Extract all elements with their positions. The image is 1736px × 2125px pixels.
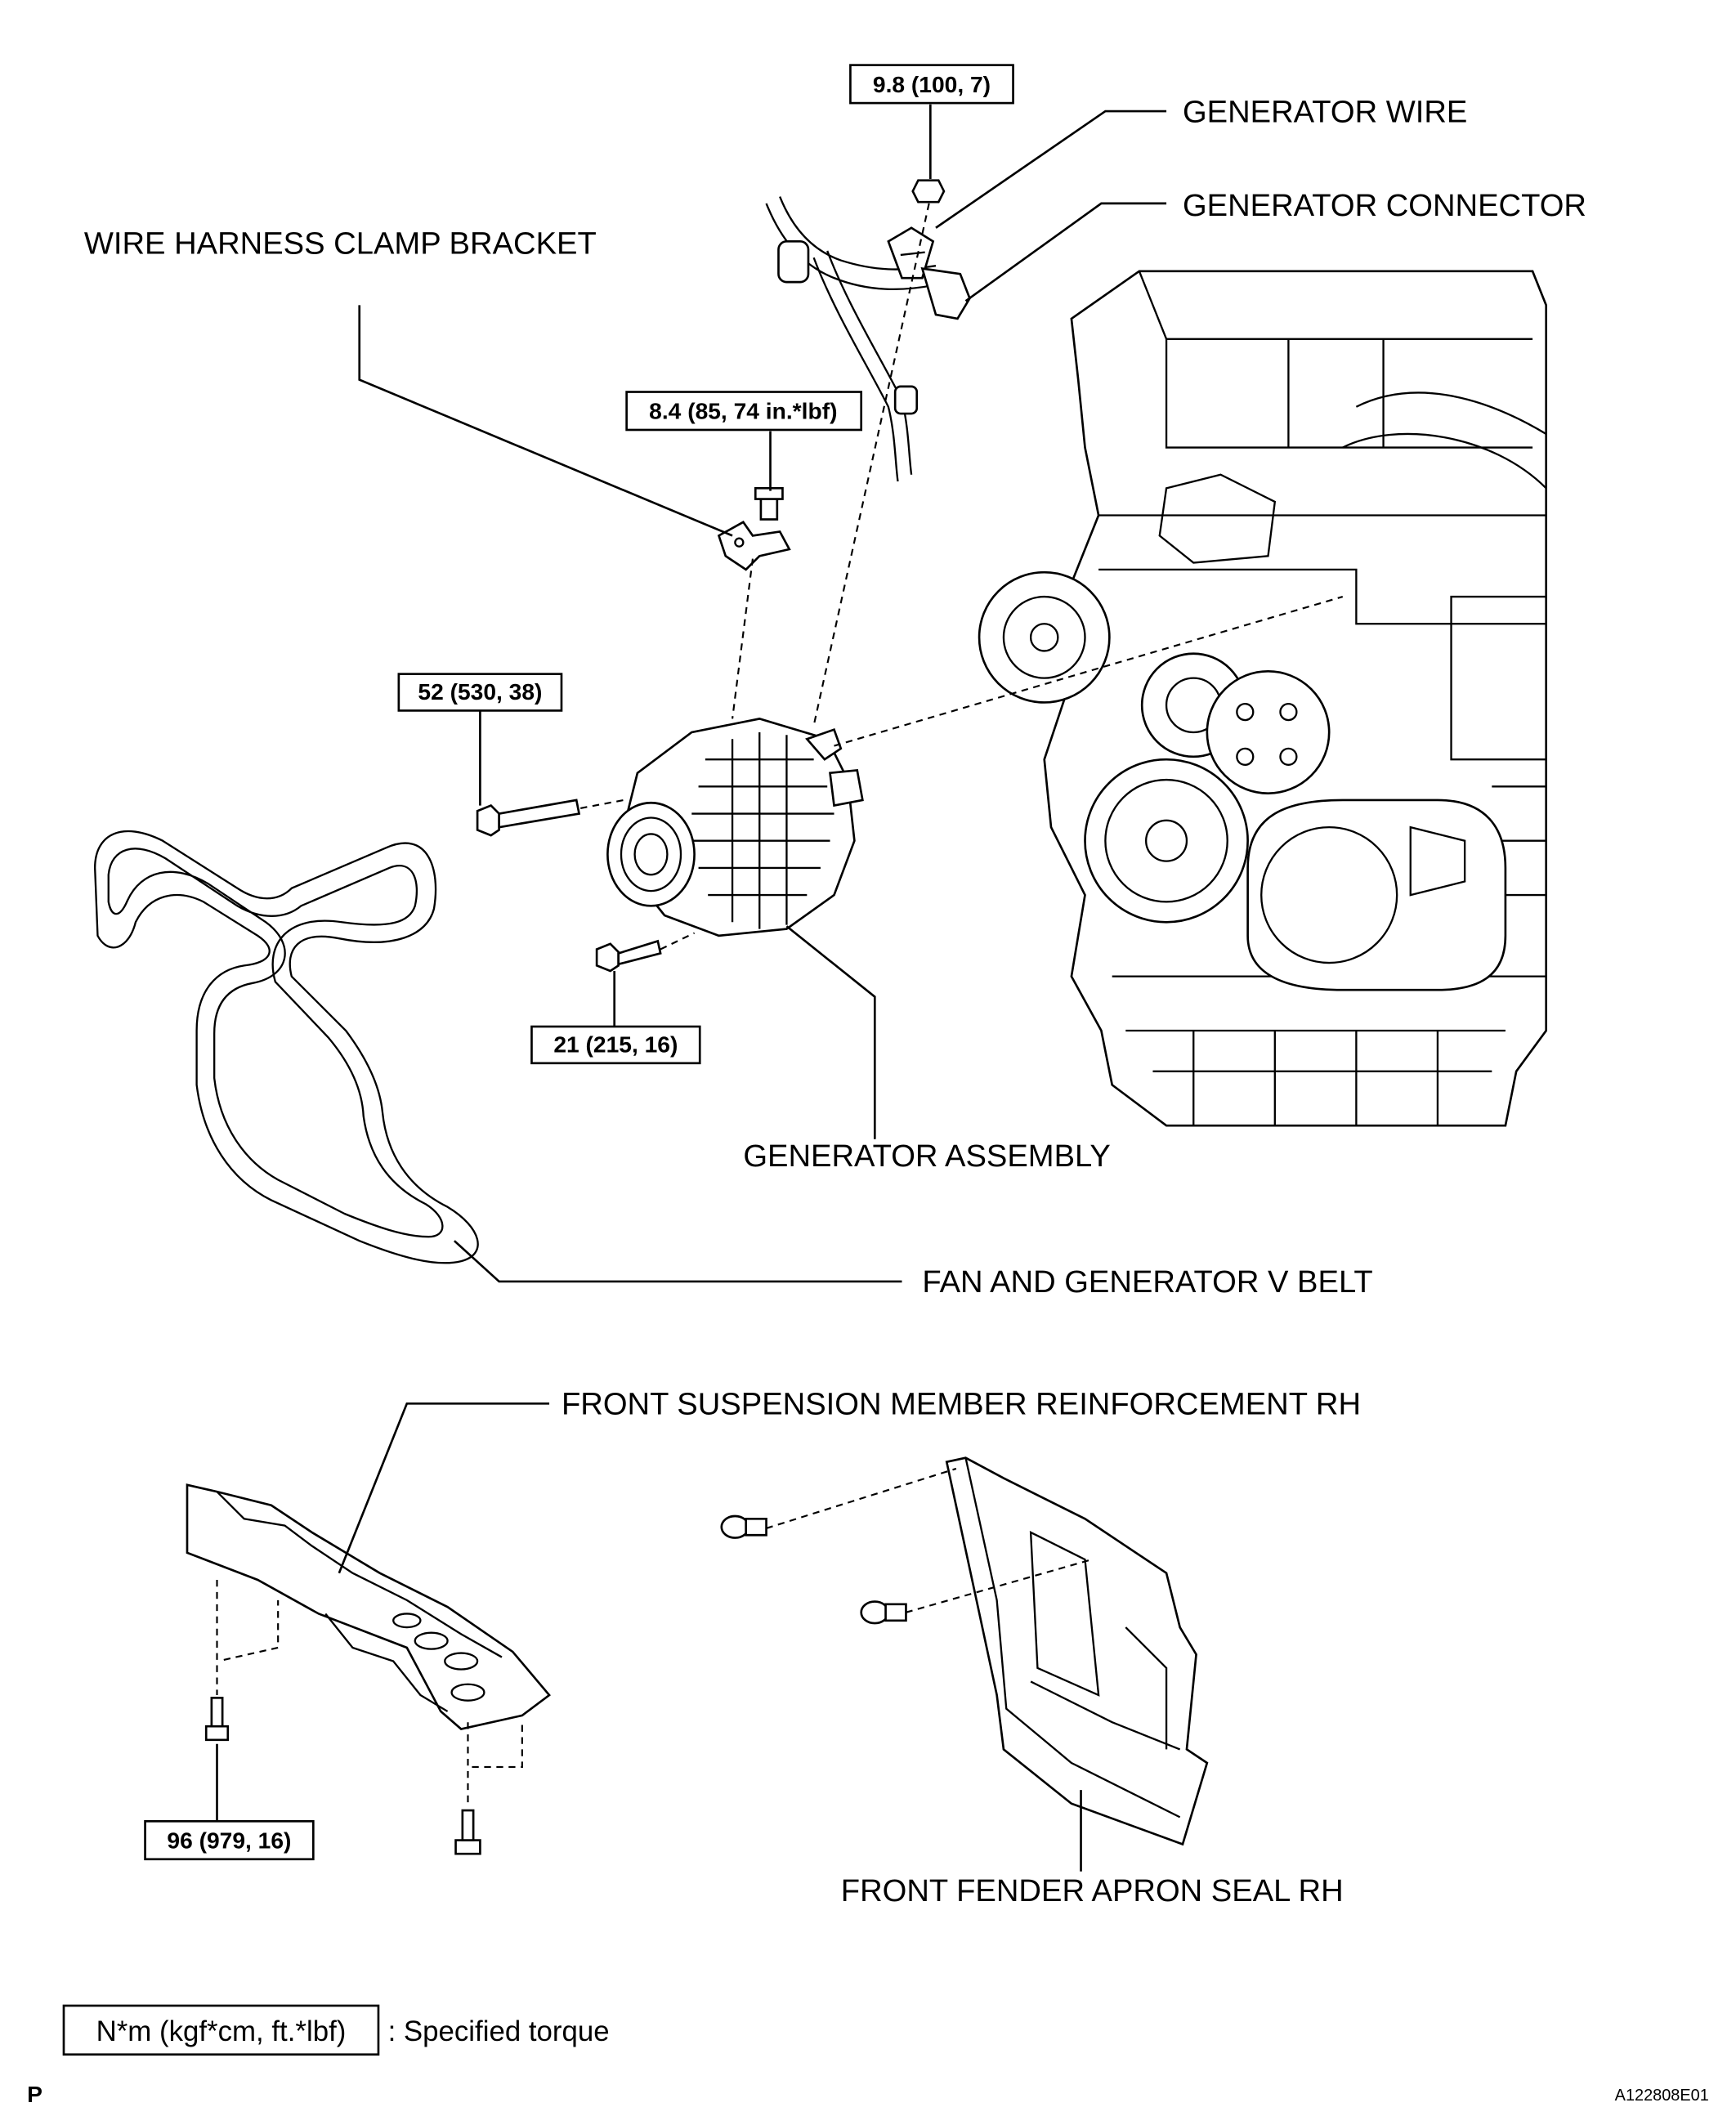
torque-box-reinforcement-bolt: 96 (979, 16) [144,1820,315,1861]
label-front-suspension-member-reinforcement-rh: FRONT SUSPENSION MEMBER REINFORCEMENT RH [562,1387,1361,1422]
leader-lines [216,104,1167,1872]
torque-box-generator-wire-nut: 9.8 (100, 7) [849,64,1014,105]
apron-seal-clip-upper [720,1514,767,1539]
torque-legend: N*m (kgf*cm, ft.*lbf) : Specified torque [62,2004,610,2056]
generator-wire-nut [911,179,946,204]
torque-box-generator-lower-bolt: 21 (215, 16) [530,1025,701,1065]
svg-text:52 (530, 38): 52 (530, 38) [418,678,542,705]
generator-lower-bolt [595,939,662,973]
legend-description: : Specified torque [388,2015,610,2047]
svg-text:8.4 (85, 74 in.*lbf): 8.4 (85, 74 in.*lbf) [649,398,837,424]
clamp-bracket-bolt [754,486,784,521]
generator-wire-harness [765,196,971,482]
apron-seal-clip-lower [860,1600,907,1625]
torque-box-generator-upper-bolt: 52 (530, 38) [397,673,563,712]
front-fender-apron-seal-rh [945,1456,1209,1846]
page-letter: P [27,2081,43,2107]
front-suspension-member-reinforcement-rh [186,1483,551,1730]
svg-text:96 (979, 16): 96 (979, 16) [167,1828,291,1854]
label-wire-harness-clamp-bracket: WIRE HARNESS CLAMP BRACKET [84,226,597,261]
label-fan-and-generator-v-belt: FAN AND GENERATOR V BELT [922,1264,1372,1300]
legend-unit-box-text: N*m (kgf*cm, ft.*lbf) [96,2015,347,2047]
wire-harness-clamp-bracket [717,521,791,571]
generator-assembly [606,718,864,937]
torque-box-clamp-bracket-bolt: 8.4 (85, 74 in.*lbf) [625,391,863,432]
reinforcement-bolt-right [454,1809,481,1855]
reinforcement-bolt-left [204,1697,230,1742]
svg-text:9.8 (100, 7): 9.8 (100, 7) [873,71,991,97]
engine-block [978,270,1548,1127]
label-generator-assembly: GENERATOR ASSEMBLY [743,1139,1111,1174]
figure-id: A122808E01 [1615,2087,1709,2105]
generator-upper-bolt [476,799,581,837]
assembly-guide-lines [216,203,1344,1808]
fan-and-generator-v-belt [93,830,479,1264]
svg-text:21 (215, 16): 21 (215, 16) [553,1031,678,1058]
label-front-fender-apron-seal-rh: FRONT FENDER APRON SEAL RH [841,1873,1344,1908]
label-generator-connector: GENERATOR CONNECTOR [1183,188,1586,223]
label-generator-wire: GENERATOR WIRE [1183,94,1467,129]
